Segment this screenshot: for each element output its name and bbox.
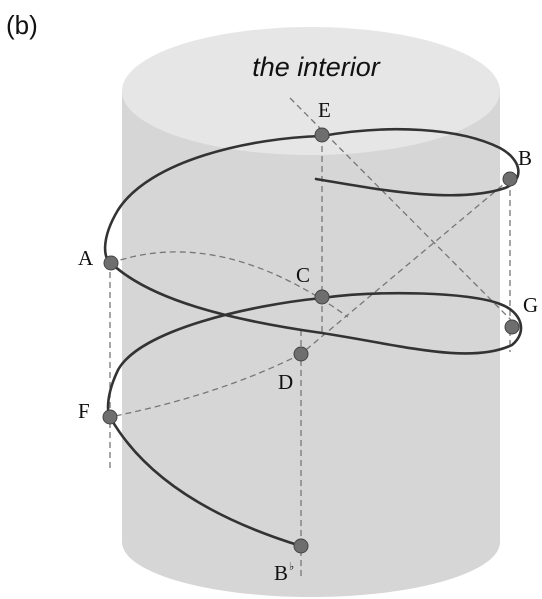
diagonal-b-d xyxy=(300,178,511,355)
interior-label: the interior xyxy=(252,52,381,82)
point-b xyxy=(502,171,518,187)
label-g: G xyxy=(523,293,538,317)
label-a: A xyxy=(78,246,94,270)
point-b-prime xyxy=(293,538,309,554)
point-f xyxy=(102,409,118,425)
point-a xyxy=(103,255,119,271)
label-e: E xyxy=(318,98,331,122)
cylinder xyxy=(122,27,500,597)
label-b-prime: B xyxy=(274,561,288,585)
panel-label: (b) xyxy=(6,10,38,40)
chord-d-f xyxy=(109,353,302,418)
point-g xyxy=(504,319,520,335)
cylinder-top xyxy=(122,27,500,155)
label-c: C xyxy=(296,263,310,287)
point-labels: E B A C G D F B ♭ xyxy=(78,98,538,585)
point-e xyxy=(314,127,330,143)
point-d xyxy=(293,346,309,362)
label-b-prime-mark: ♭ xyxy=(289,561,294,573)
label-f: F xyxy=(78,399,90,423)
points xyxy=(102,127,520,554)
point-c xyxy=(314,289,330,305)
label-b: B xyxy=(518,146,532,170)
cylinder-body xyxy=(122,91,500,597)
label-d: D xyxy=(278,370,293,394)
helix-curve xyxy=(103,127,523,548)
